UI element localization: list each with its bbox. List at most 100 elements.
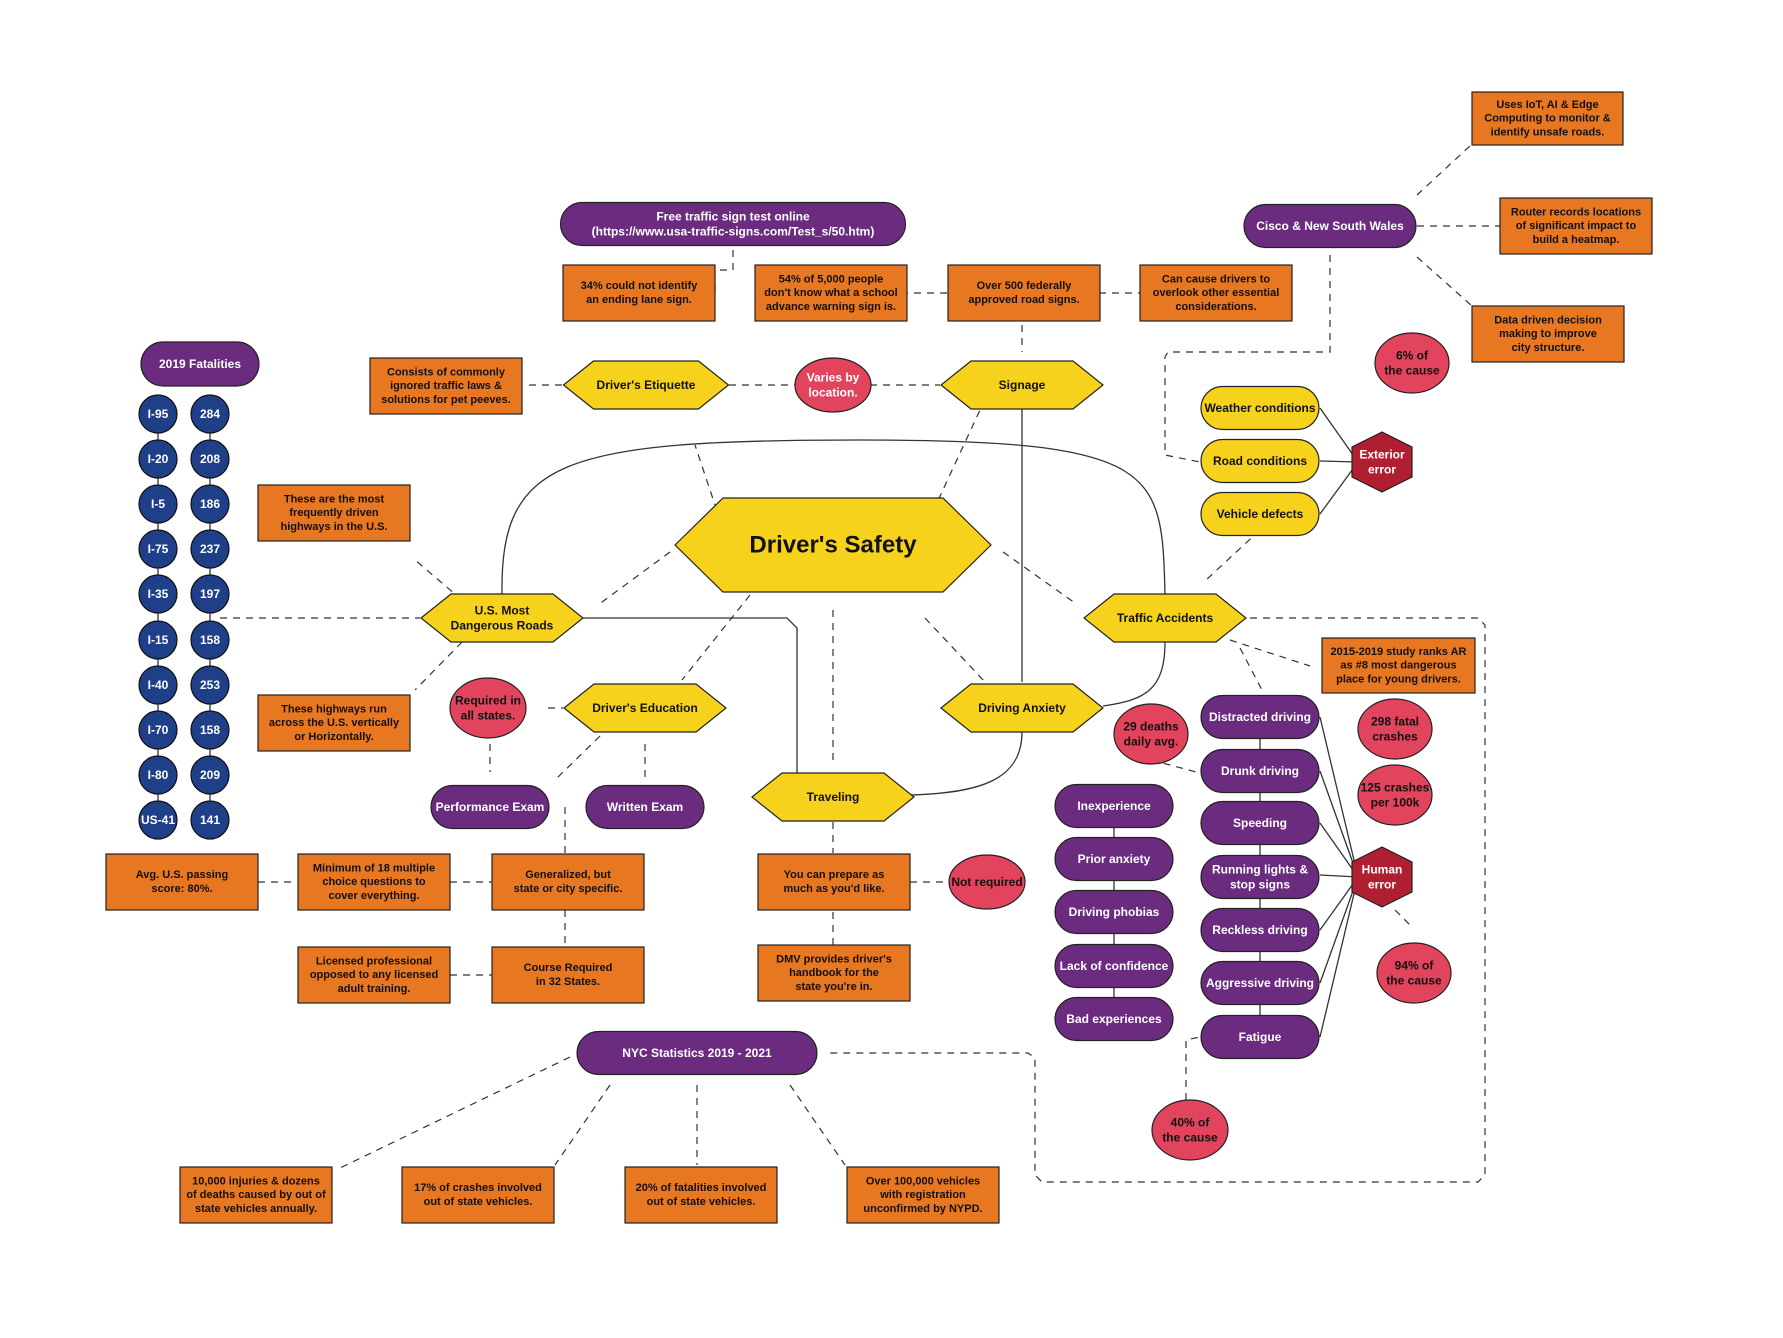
bubble-required-states-text-line-2: all states. <box>461 709 516 723</box>
human-cause-1: Distracted driving <box>1200 694 1320 740</box>
highway-count-3: 186 <box>190 484 230 524</box>
bubble-crashes-100k-text-line-1: 125 crashes <box>1361 781 1430 795</box>
pill-cisco-nsw-shape <box>1243 203 1417 249</box>
pill-nyc-statistics-text: NYC Statistics 2019 - 2021 <box>622 1046 772 1060</box>
highway-road-10-shape <box>138 800 178 840</box>
pill-traffic-sign-test: Free traffic sign test online(https://ww… <box>559 201 907 247</box>
note-iot-monitoring-text-line-3: identify unsafe roads. <box>1491 126 1605 138</box>
dashed-connector-46 <box>1229 639 1311 667</box>
note-nyc-injuries-text-line-3: state vehicles annually. <box>195 1203 317 1215</box>
hex-traffic-accidents: Traffic Accidents <box>1083 593 1247 643</box>
hex-traffic-accidents-shape <box>1083 593 1247 643</box>
bubble-six-percent-text-line-2: the cause <box>1384 364 1440 378</box>
bubble-varies-location-text-line-1: Varies by <box>807 371 860 385</box>
note-overlook-box <box>1139 264 1293 322</box>
note-ending-lane-text-line-1: 34% could not identify <box>581 280 699 292</box>
note-nyc-unconfirmed-text-line-3: unconfirmed by NYPD. <box>863 1203 982 1215</box>
hex-drivers-education: Driver's Education <box>563 683 727 733</box>
note-nyc-fatalities-box <box>624 1166 778 1224</box>
note-data-driven-text-line-3: city structure. <box>1512 342 1585 354</box>
note-overlook-text-line-1: Can cause drivers to <box>1162 273 1270 285</box>
highway-count-4-shape <box>190 529 230 569</box>
pill-written-exam-shape <box>585 784 705 830</box>
highway-count-1-shape <box>190 394 230 434</box>
hex-drivers-education-shape <box>563 683 727 733</box>
hex-traveling-text: Traveling <box>807 790 860 804</box>
note-run-across-box <box>257 694 411 752</box>
pill-performance-exam-shape <box>430 784 550 830</box>
bubble-forty-percent-shape <box>1151 1099 1229 1161</box>
highway-road-3: I-5 <box>138 484 178 524</box>
note-min-questions-box <box>297 853 451 911</box>
bubble-not-required: Not required <box>948 854 1026 910</box>
highway-count-7-text: 253 <box>200 678 220 692</box>
highway-road-3-text: I-5 <box>151 497 165 511</box>
hex-driving-anxiety-text: Driving Anxiety <box>978 701 1066 715</box>
human-cause-2: Drunk driving <box>1200 748 1320 794</box>
human-cause-3-shape <box>1200 800 1320 846</box>
note-school-sign-box <box>754 264 908 322</box>
anxiety-cause-1-shape <box>1054 783 1174 829</box>
anxiety-cause-3-text: Driving phobias <box>1069 905 1160 919</box>
highway-road-5-shape <box>138 574 178 614</box>
note-prepare-text-line-2: much as you'd like. <box>783 883 884 895</box>
highway-count-8: 158 <box>190 710 230 750</box>
highway-count-6-text: 158 <box>200 633 220 647</box>
note-ar-study-text-line-2: as #8 most dangerous <box>1340 660 1456 672</box>
dashed-connector-26 <box>924 617 986 683</box>
anxiety-cause-1: Inexperience <box>1054 783 1174 829</box>
dashed-connector-42 <box>414 559 463 601</box>
exterior-cause-1: Weather conditions <box>1200 385 1320 431</box>
bubble-varies-location-text-line-2: location. <box>808 386 857 400</box>
exterior-cause-1-shape <box>1200 385 1320 431</box>
note-ignored-laws-box <box>369 357 523 415</box>
hex-drivers-etiquette: Driver's Etiquette <box>562 360 730 410</box>
highway-count-10-text: 141 <box>200 813 220 827</box>
note-course-required-text-line-1: Course Required <box>524 962 613 974</box>
human-cause-2-text: Drunk driving <box>1221 764 1299 778</box>
highway-count-5-text: 197 <box>200 587 220 601</box>
highway-road-10-text: US-41 <box>141 813 175 827</box>
dashed-connector-65 <box>554 1084 611 1166</box>
pill-traffic-sign-test-text-line-2: (https://www.usa-traffic-signs.com/Test_… <box>592 225 875 239</box>
hex-human-error-text-line-2: error <box>1368 878 1396 892</box>
highway-road-5: I-35 <box>138 574 178 614</box>
bubble-fatal-crashes-text-line-2: crashes <box>1372 730 1418 744</box>
note-school-sign-text-line-2: don't know what a school <box>764 287 897 299</box>
human-cause-7: Fatigue <box>1200 1014 1320 1060</box>
human-cause-3: Speeding <box>1200 800 1320 846</box>
highway-road-1-text: I-95 <box>148 407 169 421</box>
note-school-sign-text-line-3: advance warning sign is. <box>766 301 896 313</box>
hex-driving-anxiety: Driving Anxiety <box>940 683 1104 733</box>
exterior-cause-1-text: Weather conditions <box>1204 401 1315 415</box>
anxiety-cause-5-shape <box>1054 996 1174 1042</box>
note-overlook-text-line-2: overlook other essential <box>1153 287 1280 299</box>
dashed-connector-21 <box>921 409 981 536</box>
note-nyc-injuries-text-line-1: 10,000 injuries & dozens <box>192 1175 320 1187</box>
anxiety-cause-4: Lack of confidence <box>1054 943 1174 989</box>
hex-drivers-etiquette-shape <box>562 360 730 410</box>
solid-connector-2 <box>582 617 798 790</box>
highway-road-7-shape <box>138 665 178 705</box>
bubble-required-states-text-line-1: Required in <box>455 694 521 708</box>
note-min-questions-text-line-1: Minimum of 18 multiple <box>313 862 435 874</box>
note-data-driven-box <box>1471 305 1625 363</box>
anxiety-cause-5-text: Bad experiences <box>1066 1012 1162 1026</box>
human-cause-5: Reckless driving <box>1200 907 1320 953</box>
exterior-cause-2-shape <box>1200 438 1320 484</box>
exterior-cause-2-text: Road conditions <box>1213 454 1307 468</box>
human-cause-1-text: Distracted driving <box>1209 710 1311 724</box>
note-ar-study-text-line-1: 2015-2019 study ranks AR <box>1331 646 1467 658</box>
note-dmv-handbook-text-line-3: state you're in. <box>795 981 872 993</box>
note-school-sign-text-line-1: 54% of 5,000 people <box>779 273 884 285</box>
highway-road-9-shape <box>138 755 178 795</box>
highway-count-6-shape <box>190 620 230 660</box>
solid-connector-14 <box>1319 876 1359 984</box>
highway-road-10: US-41 <box>138 800 178 840</box>
human-cause-4: Running lights &stop signs <box>1200 854 1320 900</box>
